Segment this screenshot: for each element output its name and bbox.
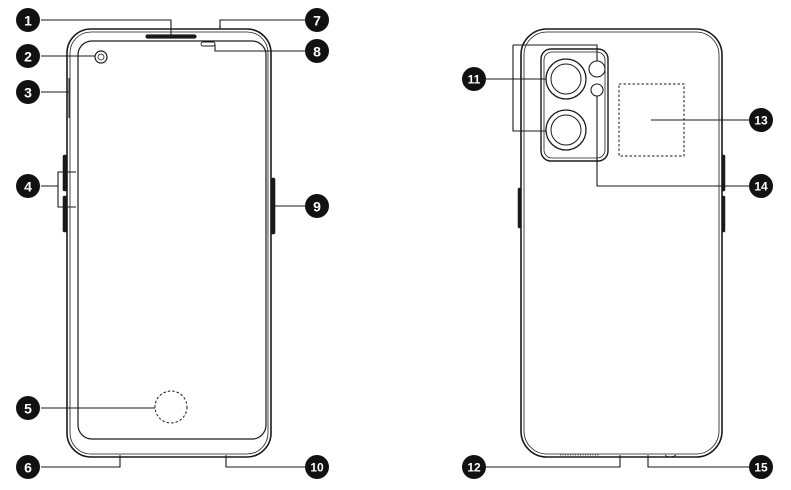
callout-marker-13: 13: [749, 108, 773, 132]
callout-number-10: 10: [310, 461, 324, 475]
proximity-light-sensor: [200, 41, 216, 47]
callout-circle-10: [305, 455, 329, 479]
back-port: [664, 454, 677, 458]
callout-circle-2: [16, 44, 40, 68]
rear-main-lens-inner: [550, 63, 582, 95]
callout-number-5: 5: [24, 401, 32, 417]
leader-10: [225, 457, 305, 468]
back-right-button-lower: [721, 195, 726, 233]
back-left-button: [517, 187, 522, 229]
callout-marker-12: 12: [462, 455, 486, 479]
front-camera-lens: [97, 53, 105, 61]
callout-circle-14: [749, 174, 773, 198]
leader-8: [214, 45, 305, 52]
rear-second-lens-inner: [550, 114, 582, 146]
front-screen: [77, 40, 267, 440]
callout-circle-9: [305, 194, 329, 218]
volume-up-button: [62, 154, 68, 192]
callout-marker-4: 4: [16, 174, 40, 198]
rear-flash: [590, 83, 604, 97]
callout-circle-5: [16, 396, 40, 420]
callout-number-2: 2: [24, 49, 32, 65]
earpiece-speaker: [145, 34, 197, 39]
volume-down-button: [62, 195, 68, 233]
callout-circle-13: [749, 108, 773, 132]
phone-front: [62, 26, 276, 458]
callout-number-9: 9: [313, 199, 321, 215]
rear-small-lens: [588, 60, 606, 78]
callout-circle-6: [16, 455, 40, 479]
leader-1: [41, 19, 172, 35]
callout-marker-11: 11: [462, 67, 486, 91]
front-camera: [94, 50, 108, 64]
callout-marker-1: 1: [16, 8, 40, 32]
callout-number-4: 4: [24, 179, 32, 195]
callout-circle-8: [305, 39, 329, 63]
callout-marker-14: 14: [749, 174, 773, 198]
callout-number-6: 6: [24, 460, 32, 476]
callout-marker-5: 5: [16, 396, 40, 420]
callout-marker-15: 15: [749, 455, 773, 479]
power-button: [270, 177, 276, 235]
callout-number-11: 11: [468, 73, 481, 87]
rear-main-lens-outer: [545, 58, 587, 100]
callout-marker-3: 3: [16, 80, 40, 104]
callout-number-12: 12: [467, 461, 481, 475]
callout-circle-3: [16, 80, 40, 104]
callout-number-1: 1: [24, 13, 32, 29]
front-body-outline: [66, 28, 272, 458]
callout-number-8: 8: [313, 44, 321, 60]
camera-module-inner: [543, 51, 606, 159]
callout-number-3: 3: [24, 85, 32, 101]
callout-number-15: 15: [754, 461, 768, 475]
front-body-inner-edge: [69, 31, 269, 455]
callout-circle-12: [462, 455, 486, 479]
leader-4a: [41, 171, 63, 187]
callout-marker-8: 8: [305, 39, 329, 63]
leader-6: [41, 457, 121, 468]
callout-marker-6: 6: [16, 455, 40, 479]
leader-11-bracket: [512, 45, 546, 132]
rear-second-lens-outer: [545, 109, 587, 151]
callout-circle-7: [305, 8, 329, 32]
callout-number-14: 14: [754, 180, 768, 194]
back-body-inner-edge: [523, 31, 720, 455]
callout-circle-4: [16, 174, 40, 198]
callout-marker-7: 7: [305, 8, 329, 32]
leader-12: [486, 458, 621, 468]
callout-circle-11: [462, 67, 486, 91]
callout-number-7: 7: [313, 13, 321, 29]
back-right-button-upper: [721, 154, 726, 192]
leader-11-top: [513, 44, 598, 61]
callout-number-13: 13: [754, 114, 768, 128]
leader-lines: [41, 19, 749, 468]
callout-marker-2: 2: [16, 44, 40, 68]
callout-circle-1: [16, 8, 40, 32]
leader-15: [647, 458, 749, 468]
camera-module: [540, 48, 609, 162]
phone-back: [517, 28, 726, 459]
callout-marker-10: 10: [305, 455, 329, 479]
fingerprint-sensor-area: [154, 390, 188, 424]
callout-marker-9: 9: [305, 194, 329, 218]
leader-7: [219, 19, 305, 27]
leader-14: [596, 96, 749, 187]
callout-circle-15: [749, 455, 773, 479]
back-body-outline: [520, 28, 723, 458]
leader-4b: [57, 186, 63, 208]
